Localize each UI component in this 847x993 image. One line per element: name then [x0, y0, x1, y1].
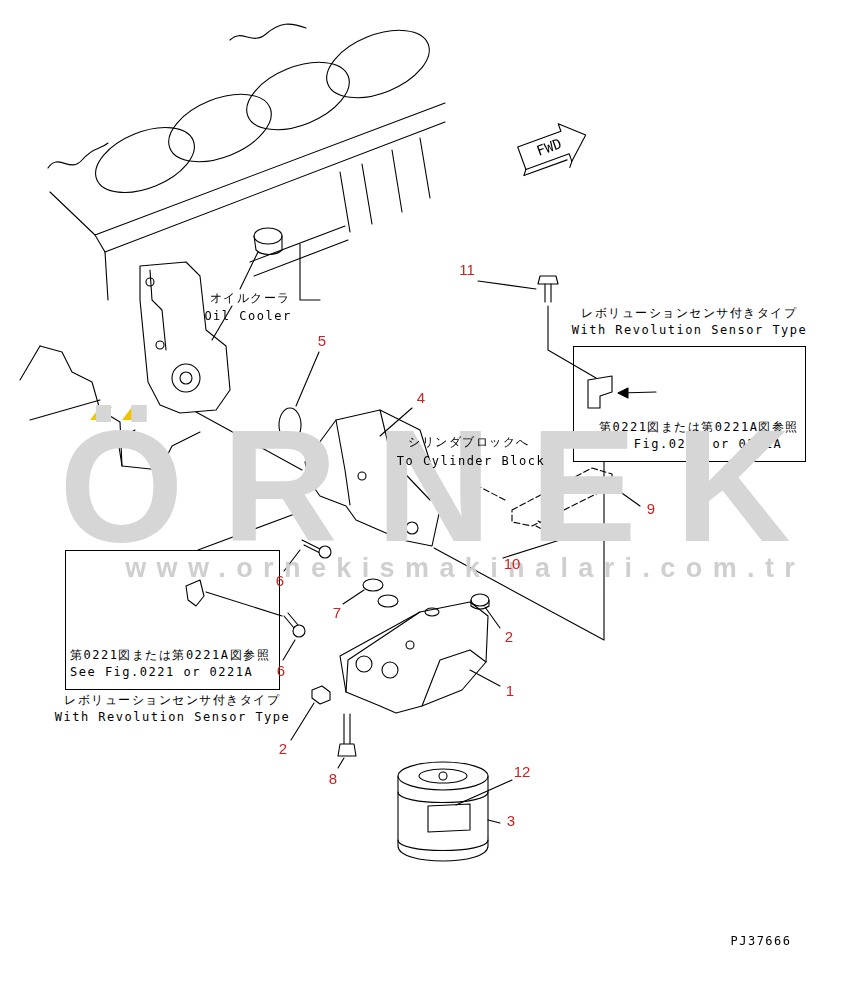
box-heading: With Revolution Sensor Type [572, 322, 808, 339]
label-anchor: ÖRNEK [59, 406, 829, 566]
label-anchor: シリンダブロックへ [408, 435, 530, 450]
box-heading: With Revolution Sensor Type [55, 709, 291, 726]
callout-number: 6 [277, 662, 285, 679]
box-heading: レボリューションセンサ付きタイプ [572, 305, 808, 322]
watermark-text: ÖRNEK [59, 406, 829, 566]
label-anchor: 2 [505, 628, 513, 645]
heading-group: レボリューションセンサ付きタイプWith Revolution Sensor T… [55, 692, 291, 726]
label-anchor: 11 [459, 261, 475, 278]
body-group: 第0221図または第0221A図参照See Fig.0221 or 0221A [70, 647, 270, 681]
callout-number: 2 [279, 740, 287, 757]
part-name: オイルクーラ [210, 291, 291, 306]
label-anchor: www.ornekismakinalari.com.tr [125, 555, 805, 582]
label-anchor: PJ37666 [730, 934, 791, 949]
label-anchor: 6 [277, 662, 285, 679]
label-anchor: Oil Cooler [204, 309, 291, 324]
note-text: シリンダブロックへ [408, 435, 530, 450]
label-anchor: 2 [279, 740, 287, 757]
heading-group: レボリューションセンサ付きタイプWith Revolution Sensor T… [572, 305, 808, 339]
watermark-text: www.ornekismakinalari.com.tr [125, 555, 805, 582]
callout-number: 10 [504, 555, 521, 572]
label-anchor: 9 [647, 500, 655, 517]
callout-number: 7 [333, 604, 341, 621]
label-anchor: 12 [514, 763, 531, 780]
note-text: To Cylinder Block [397, 454, 545, 469]
callout-number: 11 [459, 261, 475, 278]
label-anchor: 10 [504, 555, 521, 572]
direction-label: FWD [534, 135, 563, 159]
callout-number: 4 [417, 389, 425, 406]
label-anchor: FWD [534, 135, 563, 159]
box-heading: レボリューションセンサ付きタイプ [55, 692, 291, 709]
callout-number: 1 [506, 682, 514, 699]
callout-number: 9 [647, 500, 655, 517]
callout-number: 6 [276, 572, 284, 589]
label-anchor: オイルクーラ [210, 291, 291, 306]
drawing-number: PJ37666 [730, 934, 791, 949]
label-anchor: 7 [333, 604, 341, 621]
label-anchor: 5 [318, 332, 326, 349]
label-anchor: 3 [507, 812, 515, 829]
label-anchor: 1 [506, 682, 514, 699]
label-anchor: To Cylinder Block [397, 454, 545, 469]
callout-number: 2 [505, 628, 513, 645]
label-anchor: 8 [329, 770, 337, 787]
label-anchor: 4 [417, 389, 425, 406]
callout-number: 8 [329, 770, 337, 787]
part-name: Oil Cooler [204, 309, 291, 324]
reference-note: 第0221図または第0221A図参照 [70, 647, 270, 664]
reference-note: See Fig.0221 or 0221A [70, 664, 270, 681]
callout-number: 3 [507, 812, 515, 829]
label-anchor: 6 [276, 572, 284, 589]
callout-number: 5 [318, 332, 326, 349]
callout-number: 12 [514, 763, 531, 780]
